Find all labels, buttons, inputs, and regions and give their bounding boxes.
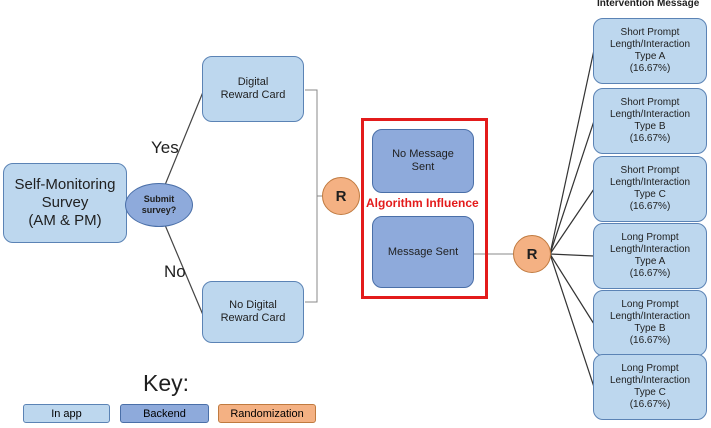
- intervention-option-long-c: Long Prompt Length/Interaction Type C (1…: [593, 354, 707, 420]
- no-digital-reward-card-box: No Digital Reward Card: [202, 281, 304, 343]
- digital-reward-card-box: Digital Reward Card: [202, 56, 304, 122]
- fan-line-3: [549, 188, 595, 255]
- intervention-option-short-c: Short Prompt Length/Interaction Type C (…: [593, 156, 707, 222]
- key-randomization: Randomization: [218, 404, 316, 423]
- self-monitoring-survey-box: Self-Monitoring Survey (AM & PM): [3, 163, 127, 243]
- intervention-option-long-a: Long Prompt Length/Interaction Type A (1…: [593, 223, 707, 289]
- fan-line-6: [549, 253, 595, 388]
- yes-label: Yes: [151, 138, 179, 157]
- fan-line-2: [549, 120, 595, 255]
- no-branch-line: [164, 224, 204, 316]
- message-sent-box: Message Sent: [372, 216, 474, 288]
- yes-branch-line: [164, 91, 204, 186]
- intervention-option-short-a: Short Prompt Length/Interaction Type A (…: [593, 18, 707, 84]
- randomization-node-2: R: [513, 235, 551, 273]
- key-title: Key:: [143, 370, 190, 396]
- no-label: No: [164, 262, 186, 281]
- intervention-message-header: Intervention Message: [597, 0, 700, 9]
- reward-bracket-line: [305, 89, 318, 303]
- fan-line-4: [549, 253, 595, 257]
- randomization-node-1: R: [322, 177, 360, 215]
- intervention-option-short-b: Short Prompt Length/Interaction Type B (…: [593, 88, 707, 154]
- key-backend: Backend: [120, 404, 209, 423]
- intervention-option-long-b: Long Prompt Length/Interaction Type B (1…: [593, 290, 707, 356]
- fan-line-1: [549, 49, 595, 255]
- key-in-app: In app: [23, 404, 110, 423]
- no-message-sent-box: No Message Sent: [372, 129, 474, 193]
- algorithm-influence-frame: [361, 118, 488, 299]
- submit-survey-decision: Submit survey?: [125, 183, 193, 227]
- fan-line-5: [549, 253, 595, 325]
- algorithm-influence-label: Algorithm Influence: [364, 196, 481, 210]
